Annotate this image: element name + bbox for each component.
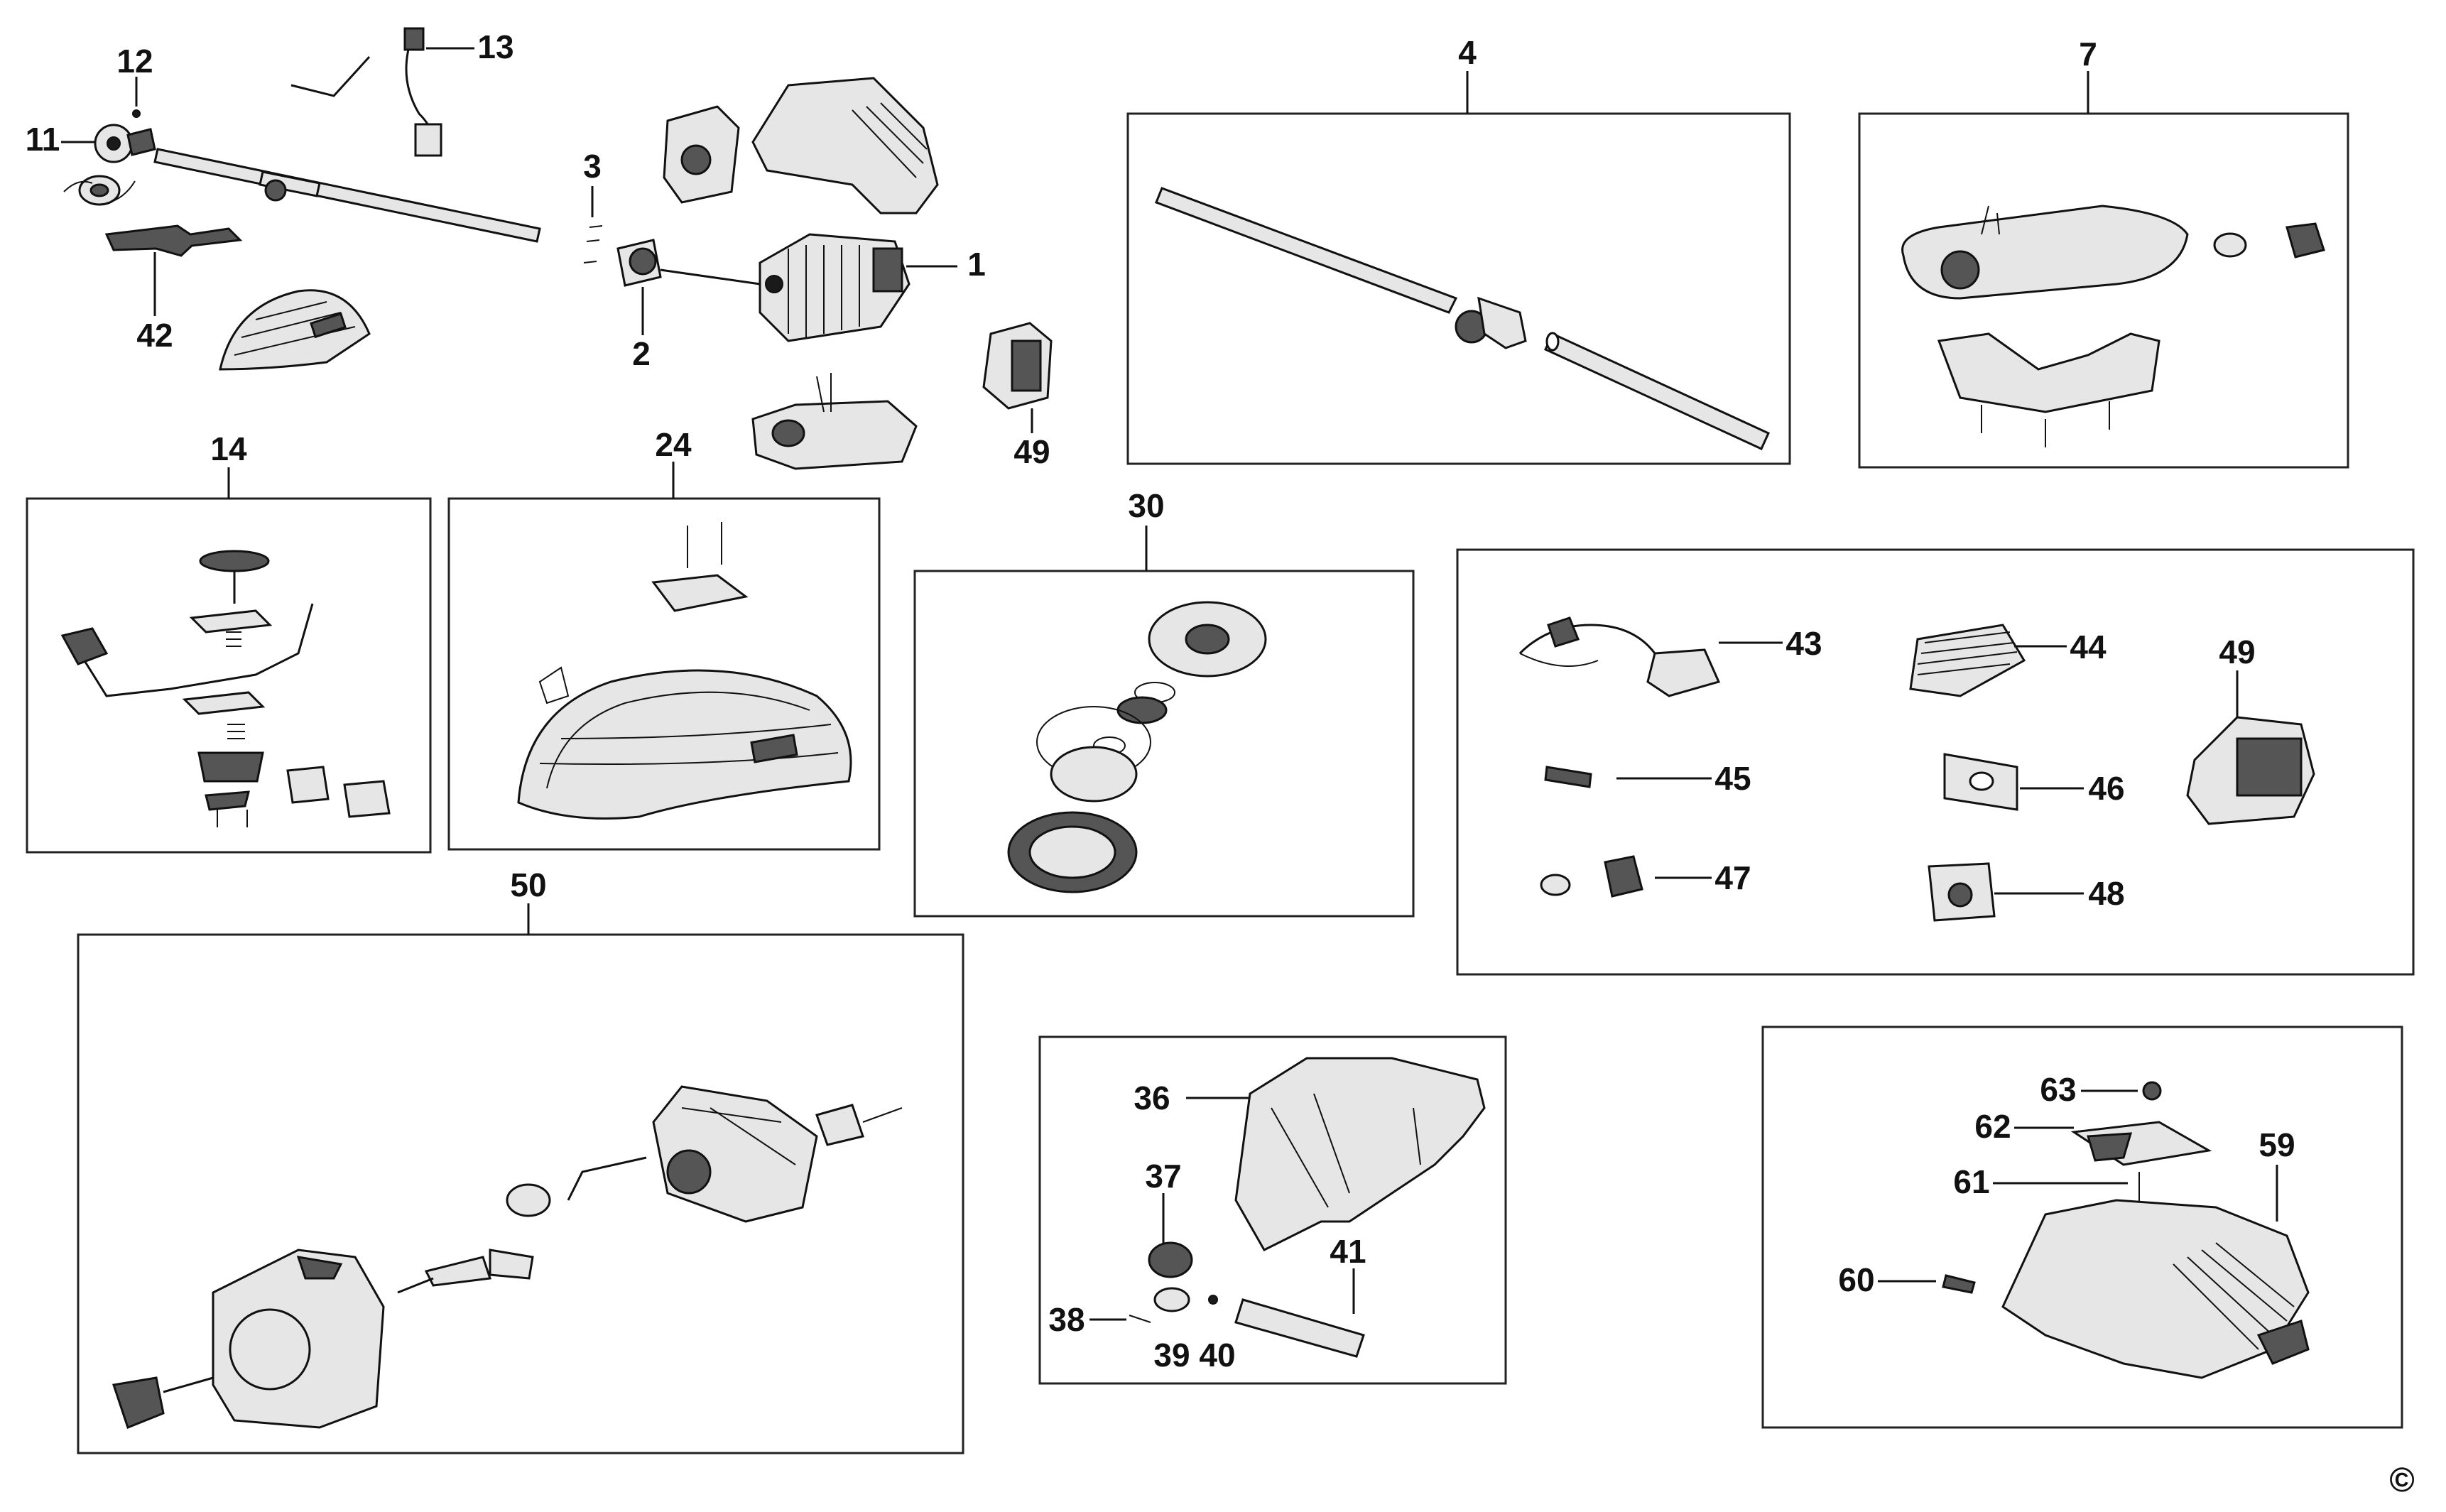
callout-13: 13 [477, 28, 513, 65]
callout-24: 24 [655, 426, 692, 463]
callout-30: 30 [1128, 487, 1164, 524]
callout-48: 48 [2088, 875, 2124, 912]
callout-60: 60 [1838, 1261, 1874, 1298]
drive-shaft-part [153, 148, 541, 243]
callout-11: 11 [26, 121, 60, 158]
copyright-mark: © [2389, 1462, 2414, 1499]
callout-4: 4 [1458, 34, 1477, 71]
callout-40: 40 [1199, 1337, 1235, 1374]
callout-63: 63 [2040, 1071, 2076, 1108]
callout-43: 43 [1785, 625, 1822, 662]
callout-39: 39 [1153, 1337, 1190, 1374]
callout-59: 59 [2259, 1126, 2295, 1163]
callout-3: 3 [583, 148, 602, 185]
box-24-guard: 24 [447, 426, 881, 851]
callout-45: 45 [1714, 760, 1751, 797]
callout-62: 62 [1974, 1108, 2011, 1145]
box-engine-components: 43 44 45 46 47 48 49 [1456, 548, 2415, 976]
callout-7: 7 [2079, 36, 2097, 72]
clutch-housing-part [583, 225, 662, 287]
callout-14: 14 [210, 430, 247, 467]
callout-38: 38 [1048, 1301, 1085, 1338]
callout-41: 41 [1330, 1233, 1366, 1270]
callout-44: 44 [2070, 629, 2107, 665]
fuel-tank-part [751, 373, 918, 470]
box-4-shaft: 4 [1126, 34, 1791, 465]
box-30-spool: 30 [913, 487, 1415, 918]
callout-12: 12 [116, 43, 153, 80]
callout-49-box: 49 [2219, 633, 2255, 670]
callout-46: 46 [2088, 770, 2124, 807]
air-filter-part [982, 322, 1053, 410]
callout-1: 1 [967, 246, 986, 283]
throttle-cable-part [290, 27, 442, 157]
box-50-air-filter-assembly: 50 [77, 866, 964, 1454]
callout-37: 37 [1145, 1158, 1181, 1195]
trimmer-head-part [63, 109, 156, 206]
callout-50: 50 [510, 866, 546, 903]
engine-part [660, 233, 911, 342]
callout-42: 42 [136, 317, 173, 354]
callout-61: 61 [1953, 1163, 1989, 1200]
callout-47: 47 [1714, 859, 1751, 896]
callout-49-top: 49 [1013, 433, 1050, 470]
blade-part [104, 224, 243, 257]
box-handle-grip: 36 37 41 38 39 40 [1038, 1035, 1507, 1385]
callout-2: 2 [632, 335, 651, 372]
box-14-handlebar: 14 [26, 430, 432, 854]
guard-part [219, 289, 371, 371]
callout-36: 36 [1134, 1079, 1170, 1116]
box-starter-cover: 63 62 61 59 60 [1761, 1026, 2403, 1429]
engine-cover-part [663, 77, 939, 214]
box-7-handle: 7 [1858, 36, 2349, 469]
overall-assembly [63, 27, 1053, 470]
